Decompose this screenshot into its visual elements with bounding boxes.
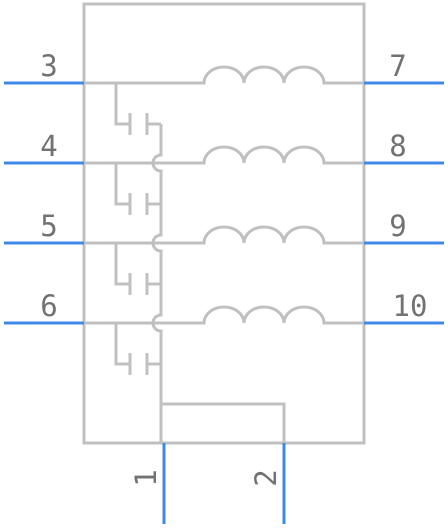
inductor-row-5-9 [84, 225, 364, 245]
ground-bus [151, 124, 286, 443]
inductor-row-6-10 [84, 305, 364, 325]
pin-3-label: 3 [40, 49, 57, 83]
pin-10-label: 10 [393, 289, 428, 323]
capacitor-5 [114, 243, 161, 295]
pin-4-label: 4 [40, 129, 57, 163]
capacitor-6 [114, 323, 161, 375]
pin-1-label: 1 [129, 469, 163, 486]
inductor-row-4-8 [84, 145, 364, 165]
pin-9-label: 9 [389, 209, 406, 243]
capacitor-4 [114, 163, 161, 215]
pin-2-label: 2 [249, 469, 283, 486]
pin-5-label: 5 [40, 209, 57, 243]
capacitor-3 [114, 83, 161, 135]
component-body-outline [82, 2, 366, 445]
inductor-row-3-7 [84, 65, 364, 85]
pin-8-label: 8 [389, 129, 406, 163]
pin-6-label: 6 [40, 289, 57, 323]
pin-7-label: 7 [389, 49, 406, 83]
